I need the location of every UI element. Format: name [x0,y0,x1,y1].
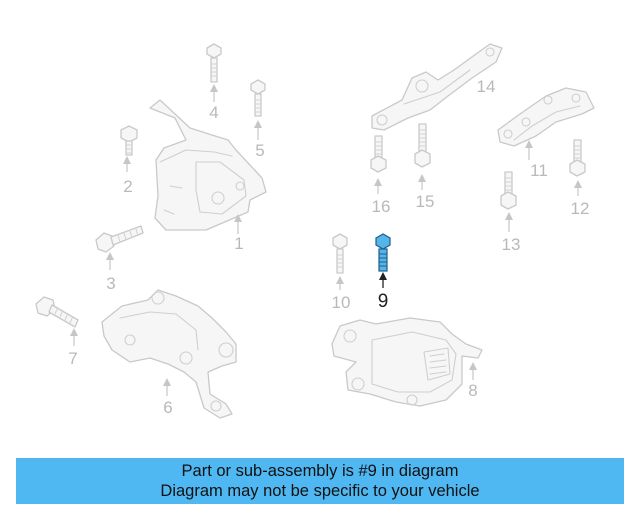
part-1-engine-mount [149,99,267,231]
callout-2: 2 [123,177,132,196]
part-13-bolt [500,171,517,210]
part-5-bolt [250,79,266,117]
part-16-bolt [370,135,387,173]
part-15-bolt [414,123,431,168]
callout-3: 3 [106,274,115,293]
info-banner: Part or sub-assembly is #9 in diagram Di… [16,458,624,504]
callout-4: 4 [209,103,218,122]
callout-14: 14 [477,77,496,96]
callout-6: 6 [163,398,172,417]
leader-lines [70,84,582,396]
part-14-torque-rod [371,43,503,131]
callout-labels: 1 2 3 4 5 6 7 8 9 10 11 12 13 14 15 16 [68,77,589,417]
callout-1: 1 [234,234,243,253]
part-10-bolt [332,233,348,274]
callout-7: 7 [68,349,77,368]
callout-15: 15 [416,192,435,211]
part-3-bolt [95,225,144,253]
callout-8: 8 [468,381,477,400]
callout-13: 13 [502,235,521,254]
part-7-bolt [35,296,79,328]
callout-16: 16 [372,197,391,216]
callout-9: 9 [378,291,389,312]
callout-12: 12 [571,199,590,218]
part-4-bolt [206,43,222,83]
callout-5: 5 [255,141,264,160]
callout-10: 10 [332,293,351,312]
part-9-bolt-highlighted [375,233,391,272]
parts-diagram: 1 2 3 4 5 6 7 8 9 10 11 12 13 14 15 16 [35,43,595,419]
banner-line-part-number: Part or sub-assembly is #9 in diagram [181,462,459,480]
callout-11: 11 [530,161,548,180]
part-12-bolt [569,139,586,177]
part-2-bolt [120,125,138,156]
part-8-transmission-mount [331,317,483,407]
part-11-bracket [497,87,595,147]
banner-line-disclaimer: Diagram may not be specific to your vehi… [160,482,480,500]
part-6-bracket [101,289,237,419]
